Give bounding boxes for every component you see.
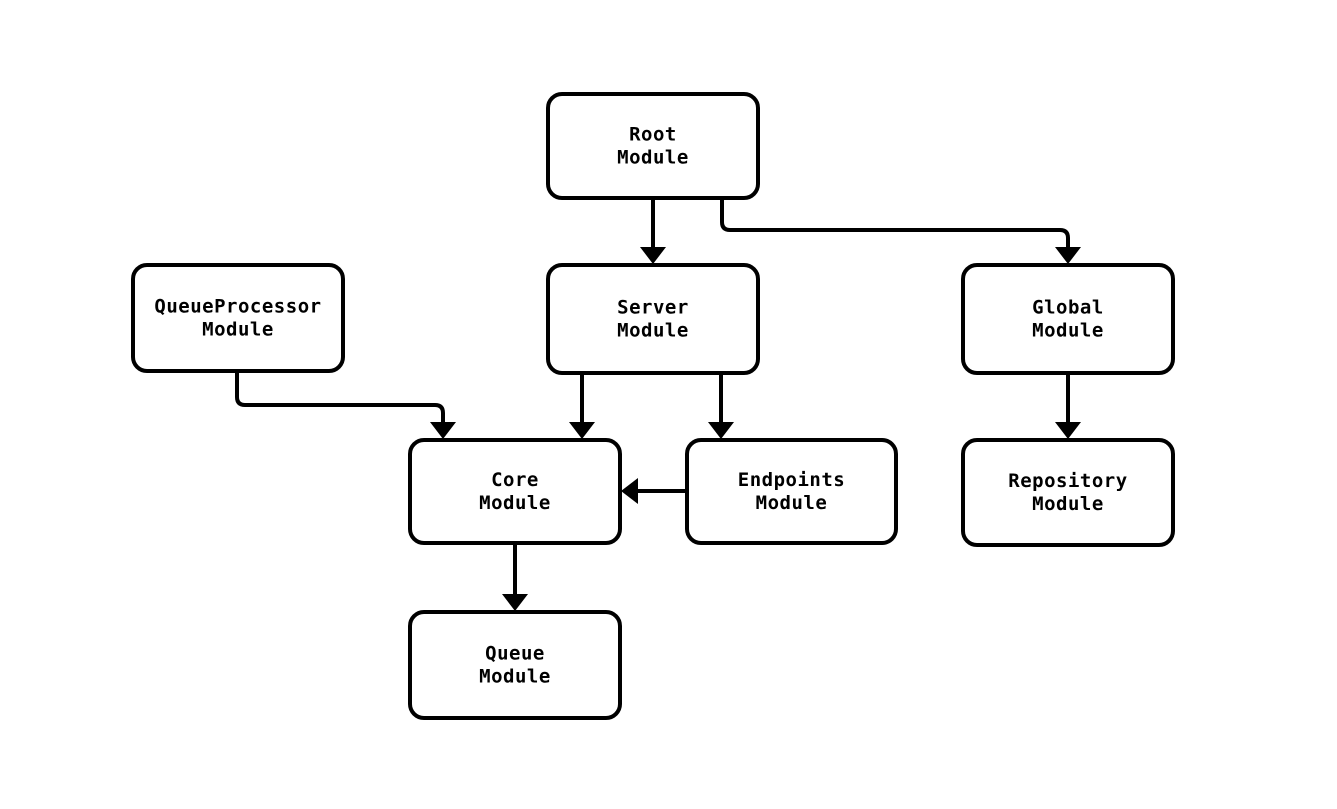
edges-layer bbox=[235, 198, 1081, 611]
root-module-label-line1: Root bbox=[629, 124, 677, 146]
edge-root-to-global bbox=[720, 198, 1081, 264]
edge-root-to-server bbox=[640, 198, 666, 264]
root-module-box[interactable] bbox=[546, 92, 760, 200]
queue-module-box[interactable] bbox=[408, 610, 622, 720]
global-module-label-line2: Module bbox=[1032, 320, 1104, 342]
server-module-label-line1: Server bbox=[617, 297, 689, 319]
repository-module-box[interactable] bbox=[961, 438, 1175, 547]
edge-server-to-core bbox=[569, 373, 595, 439]
edge-root-to-server-arrowhead-icon bbox=[640, 247, 666, 264]
endpoints-module-label-line2: Module bbox=[756, 492, 828, 514]
queueprocessor-module-box[interactable] bbox=[131, 263, 345, 373]
core-module-label-line2: Module bbox=[479, 492, 551, 514]
root-module-label-line2: Module bbox=[617, 147, 689, 169]
edge-server-to-endpoints bbox=[708, 373, 734, 439]
edge-core-to-queue bbox=[502, 543, 528, 611]
edge-queueprocessor-to-core-line bbox=[235, 371, 445, 431]
queueprocessor-module-label-line1: QueueProcessor bbox=[154, 296, 321, 318]
repository-module-label-line2: Module bbox=[1032, 493, 1104, 515]
queueprocessor-module-label-line2: Module bbox=[202, 319, 274, 341]
edge-global-to-repository-arrowhead-icon bbox=[1055, 422, 1081, 439]
endpoints-module-label-line1: Endpoints bbox=[738, 469, 845, 491]
edge-root-to-global-arrowhead-icon bbox=[1055, 247, 1081, 264]
global-module-box[interactable] bbox=[961, 263, 1175, 375]
nodes-layer: RootModuleQueueProcessorModuleServerModu… bbox=[131, 92, 1175, 720]
edge-queueprocessor-to-core bbox=[235, 371, 456, 439]
edge-core-to-queue-arrowhead-icon bbox=[502, 594, 528, 611]
server-module-box[interactable] bbox=[546, 263, 760, 375]
core-module-label-line1: Core bbox=[491, 469, 539, 491]
edge-endpoints-to-core-arrowhead-icon bbox=[621, 478, 638, 504]
endpoints-module-box[interactable] bbox=[685, 438, 898, 545]
server-module-label-line2: Module bbox=[617, 320, 689, 342]
edge-endpoints-to-core bbox=[621, 478, 687, 504]
edge-server-to-core-arrowhead-icon bbox=[569, 422, 595, 439]
edge-global-to-repository bbox=[1055, 373, 1081, 439]
global-module-label-line1: Global bbox=[1032, 297, 1104, 319]
repository-module-label-line1: Repository bbox=[1008, 470, 1127, 492]
edge-server-to-endpoints-arrowhead-icon bbox=[708, 422, 734, 439]
edge-root-to-global-line bbox=[720, 198, 1070, 256]
queue-module-label-line2: Module bbox=[479, 666, 551, 688]
edge-queueprocessor-to-core-arrowhead-icon bbox=[430, 422, 456, 439]
core-module-box[interactable] bbox=[408, 438, 622, 545]
queue-module-label-line1: Queue bbox=[485, 643, 545, 665]
